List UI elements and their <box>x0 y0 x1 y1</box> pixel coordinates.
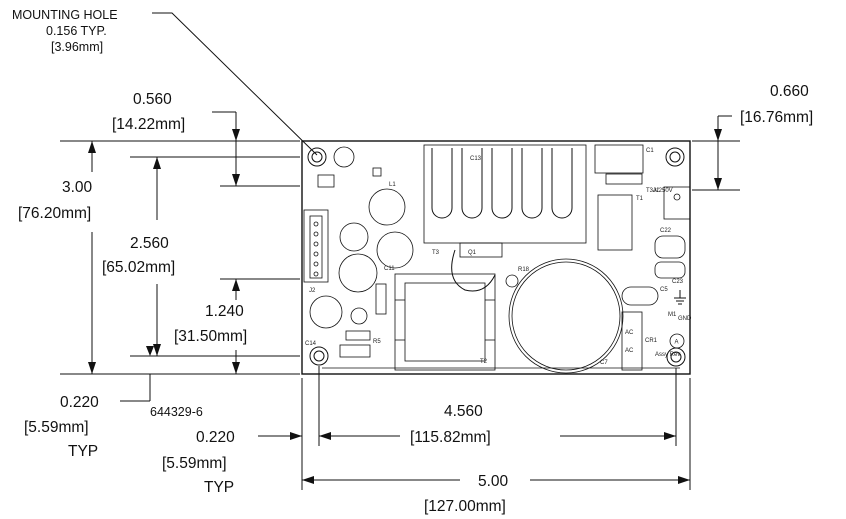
board-outline <box>301 140 691 375</box>
label-gnd: GND <box>678 316 692 322</box>
left-offset-typ: TYP <box>204 479 234 496</box>
small-capacitor <box>333 146 355 168</box>
label-c14: C14 <box>305 341 317 347</box>
bridge-rectifier-cr1 <box>621 311 643 371</box>
rev-circle <box>669 333 685 349</box>
label-r5: R5 <box>373 339 381 345</box>
bottom-offset-typ: TYP <box>68 443 98 460</box>
fuse <box>605 173 643 185</box>
label-j2: J2 <box>309 288 316 294</box>
label-t3: T3 <box>432 250 440 256</box>
capacitor-c9 <box>368 188 406 226</box>
label-r18: R18 <box>518 267 530 273</box>
left-top-offset-inch: 0.560 <box>133 91 172 108</box>
mounting-hole-top-right <box>665 147 685 167</box>
capacitor-c22 <box>654 235 686 259</box>
label-c1: C1 <box>646 148 654 154</box>
label-c5: C5 <box>660 287 668 293</box>
hole-spacing-h-inch: 4.560 <box>444 403 483 420</box>
hole-spacing-v-inch: 2.560 <box>130 235 169 252</box>
small-part-a <box>350 307 368 325</box>
hole-spacing-h-mm: [115.82mm] <box>410 429 491 446</box>
height-mm: [76.20mm] <box>18 205 91 222</box>
capacitor-c7-inner <box>511 261 621 371</box>
label-c22: C22 <box>660 228 672 234</box>
label-c7: C7 <box>600 360 608 366</box>
small-part-c <box>375 283 387 315</box>
label-c23: C23 <box>672 279 684 285</box>
capacitor-c23 <box>654 261 686 279</box>
mounting-hole-title: MOUNTING HOLE <box>12 8 118 22</box>
mounting-hole-top-left <box>307 147 327 167</box>
capacitor-c1 <box>594 144 644 174</box>
connector-j1 <box>663 186 691 220</box>
wire <box>451 249 496 292</box>
label-ac2: AC <box>625 348 634 354</box>
label-fuse: T3A/250V <box>646 188 673 194</box>
right-top-offset-mm: [16.76mm] <box>740 109 813 126</box>
left-top-offset-mm: [14.22mm] <box>112 116 185 133</box>
label-rev-letter: A <box>675 340 679 346</box>
transformer-t1 <box>597 194 633 251</box>
label-cr1: CR1 <box>645 338 658 344</box>
component-l1 <box>372 167 382 177</box>
capacitor-c11-left <box>338 253 378 293</box>
label-q1: Q1 <box>468 250 477 256</box>
transformer-t2 <box>394 273 496 371</box>
component-r18 <box>505 274 519 288</box>
capacitor-c7 <box>508 258 624 374</box>
mounting-hole-size-mm: [3.96mm] <box>51 40 103 54</box>
label-t1: T1 <box>636 196 644 202</box>
height-inch: 3.00 <box>62 179 93 196</box>
bottom-offset-mm: [5.59mm] <box>24 419 89 436</box>
width-mm: [127.00mm] <box>424 498 506 515</box>
connector-j2 <box>303 209 329 283</box>
capacitor-c8 <box>339 222 369 252</box>
ground-symbol <box>674 290 686 305</box>
mid-offset-inch: 1.240 <box>205 303 244 320</box>
heatsink-assembly <box>423 144 587 258</box>
capacitor-c5 <box>621 286 659 306</box>
left-offset-mm: [5.59mm] <box>162 455 227 472</box>
left-offset-inch: 0.220 <box>196 429 235 446</box>
small-part-b <box>345 330 371 341</box>
hole-spacing-v-mm: [65.02mm] <box>102 259 175 276</box>
label-m1: M1 <box>668 312 677 318</box>
mounting-hole-size-in: 0.156 TYP. <box>46 24 107 38</box>
label-ac1: AC <box>625 330 634 336</box>
label-t2: T2 <box>480 359 488 365</box>
mounting-hole-leader <box>152 12 318 156</box>
label-l1: L1 <box>389 182 396 188</box>
label-j1: J1 <box>653 188 660 194</box>
part-number: 644329-6 <box>150 405 203 419</box>
component-r5 <box>339 344 371 358</box>
label-c11: C11 <box>384 266 395 272</box>
component-r16 <box>317 174 335 188</box>
label-c13: C13 <box>470 156 482 162</box>
capacitor-c10 <box>376 231 414 269</box>
bottom-offset-inch: 0.220 <box>60 394 99 411</box>
width-inch: 5.00 <box>478 473 509 490</box>
label-assy-rev: Assy Rev <box>655 352 680 358</box>
mid-offset-mm: [31.50mm] <box>174 328 247 345</box>
mounting-hole-bottom-left <box>309 346 329 366</box>
capacitor-c14 <box>309 295 343 329</box>
right-top-offset-inch: 0.660 <box>770 83 809 100</box>
